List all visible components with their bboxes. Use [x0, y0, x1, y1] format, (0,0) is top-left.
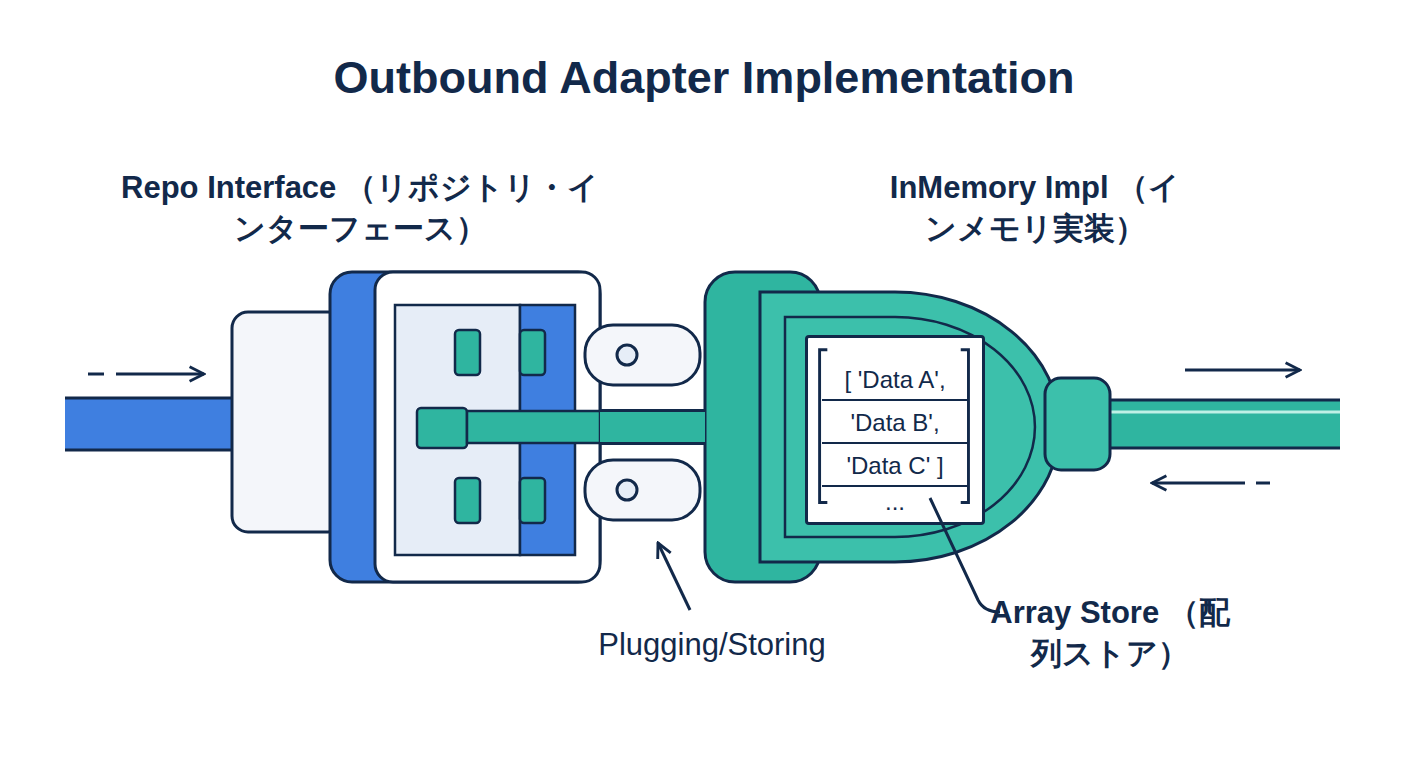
input-wire: [65, 398, 250, 450]
leader-arrow: [658, 543, 690, 610]
plug-prong: [585, 460, 700, 520]
plug-inner-outline: [785, 317, 1035, 537]
repo-interface-socket: Repo Interface （リポジトリ・インターフェース）: [330, 272, 600, 582]
flow-arrow: [1152, 482, 1245, 485]
flow-arrow: [1185, 369, 1300, 372]
array-item: 'Data B',: [822, 401, 968, 444]
callout-label: Plugging/Storing: [562, 624, 862, 665]
array-item: 'Data C' ]: [822, 444, 968, 487]
node-heading: InMemory Impl （インメモリ実装）: [885, 167, 1185, 249]
plug-body: [232, 312, 344, 532]
node-outline: [330, 272, 600, 582]
plug-connector: [600, 412, 705, 442]
socket-face: [375, 272, 600, 582]
cord-collar: [1045, 378, 1110, 470]
socket-slot: [417, 408, 467, 448]
wire-edge: [65, 397, 250, 400]
prong-hole: [617, 345, 637, 365]
plug-head: [760, 292, 1060, 562]
flow-dash: [1256, 482, 1270, 485]
array-bracket: [961, 350, 969, 503]
inmemory-impl-plug: InMemory Impl （インメモリ実装）[ 'Data A','Data …: [705, 272, 1060, 582]
socket-pin: [467, 411, 600, 443]
array-bracket: [820, 350, 828, 503]
array-item: [ 'Data A',: [822, 358, 968, 401]
flow-dash: [88, 373, 104, 376]
cord-edge: [1095, 447, 1340, 450]
cord-edge: [1095, 399, 1340, 402]
leader-line: [930, 498, 1000, 612]
diagram-title: Outbound Adapter Implementation: [0, 50, 1408, 106]
array-item: ...: [822, 487, 968, 517]
node-heading: Repo Interface （リポジトリ・インターフェース）: [120, 167, 600, 249]
socket-outer: [330, 272, 600, 582]
array-store-box: [ 'Data A','Data B','Data C' ]...: [805, 335, 985, 525]
callout-label: Array Store （配列ストア）: [990, 592, 1230, 674]
prong-hole: [617, 480, 637, 500]
cord-highlight: [1110, 411, 1340, 414]
output-cord: [1095, 400, 1340, 448]
flow-arrow: [116, 373, 204, 376]
socket-slot: [455, 478, 480, 523]
socket-slot: [455, 330, 480, 375]
wire-edge: [65, 449, 250, 452]
connector-outline: [600, 409, 705, 445]
socket-slot: [520, 478, 545, 523]
plug-prong: [585, 325, 700, 385]
socket-slot: [520, 330, 545, 375]
